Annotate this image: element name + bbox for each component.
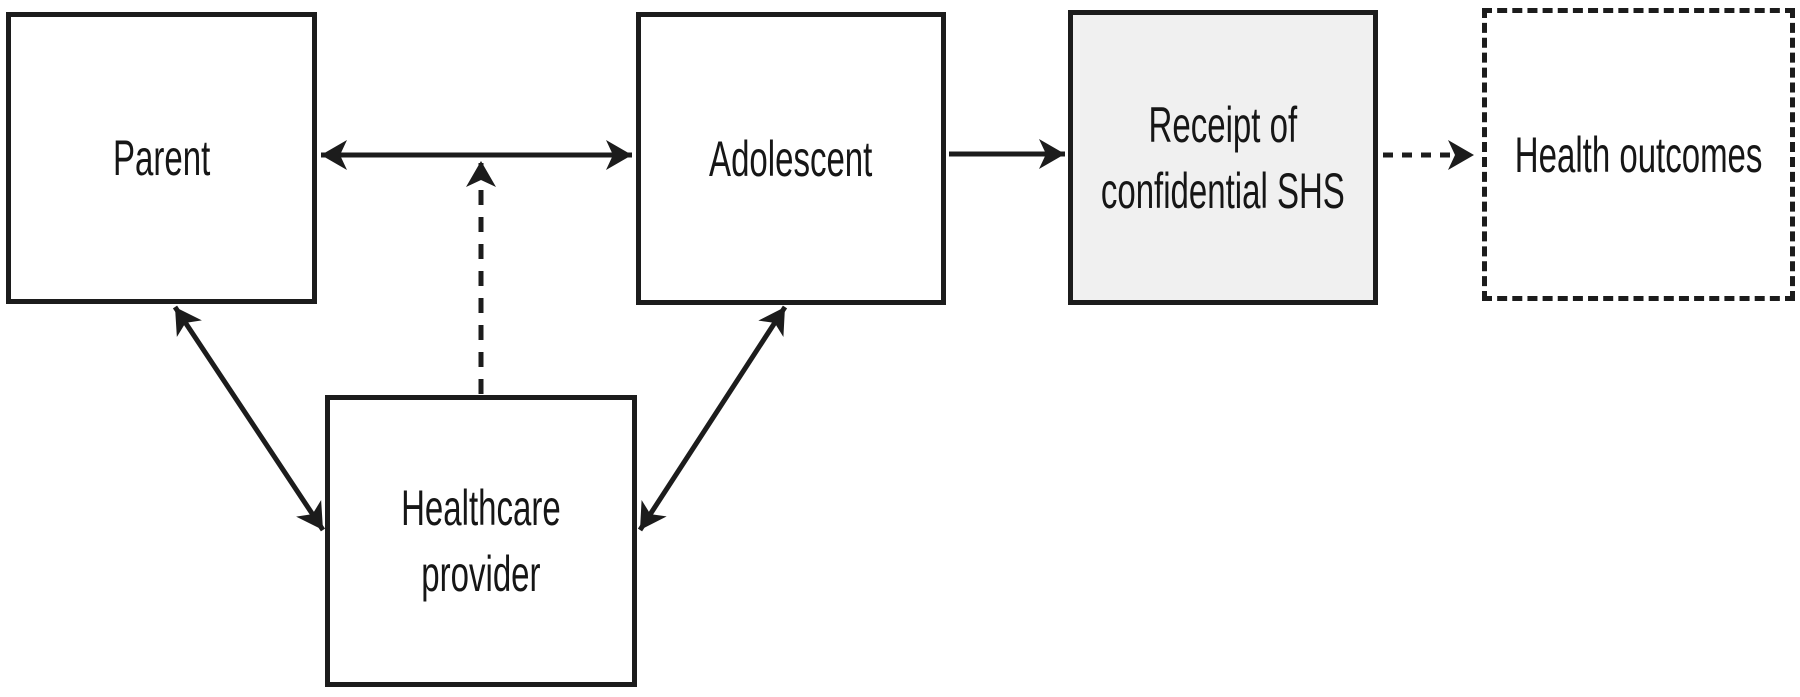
label-line: provider xyxy=(421,546,541,602)
healthcare-provider-box-label: Healthcare provider xyxy=(401,475,561,607)
health-outcomes-box-label: Health outcomes xyxy=(1514,126,1763,183)
parent-box: Parent xyxy=(6,12,317,304)
parent-box-label: Parent xyxy=(112,130,211,186)
receipt-box-label: Receipt of confidential SHS xyxy=(1101,92,1345,224)
arrow-parent-provider xyxy=(172,305,326,532)
label-line: confidential SHS xyxy=(1101,162,1345,219)
arrow-adolescent-provider xyxy=(637,305,788,532)
adolescent-box: Adolescent xyxy=(636,12,946,305)
health-outcomes-box: Health outcomes xyxy=(1482,8,1795,301)
adolescent-box-label: Adolescent xyxy=(709,130,873,187)
healthcare-provider-box: Healthcare provider xyxy=(325,395,637,687)
label-line: Healthcare xyxy=(401,480,561,536)
label-line: Receipt of xyxy=(1148,96,1298,153)
receipt-of-confidential-shs-box: Receipt of confidential SHS xyxy=(1068,10,1378,305)
